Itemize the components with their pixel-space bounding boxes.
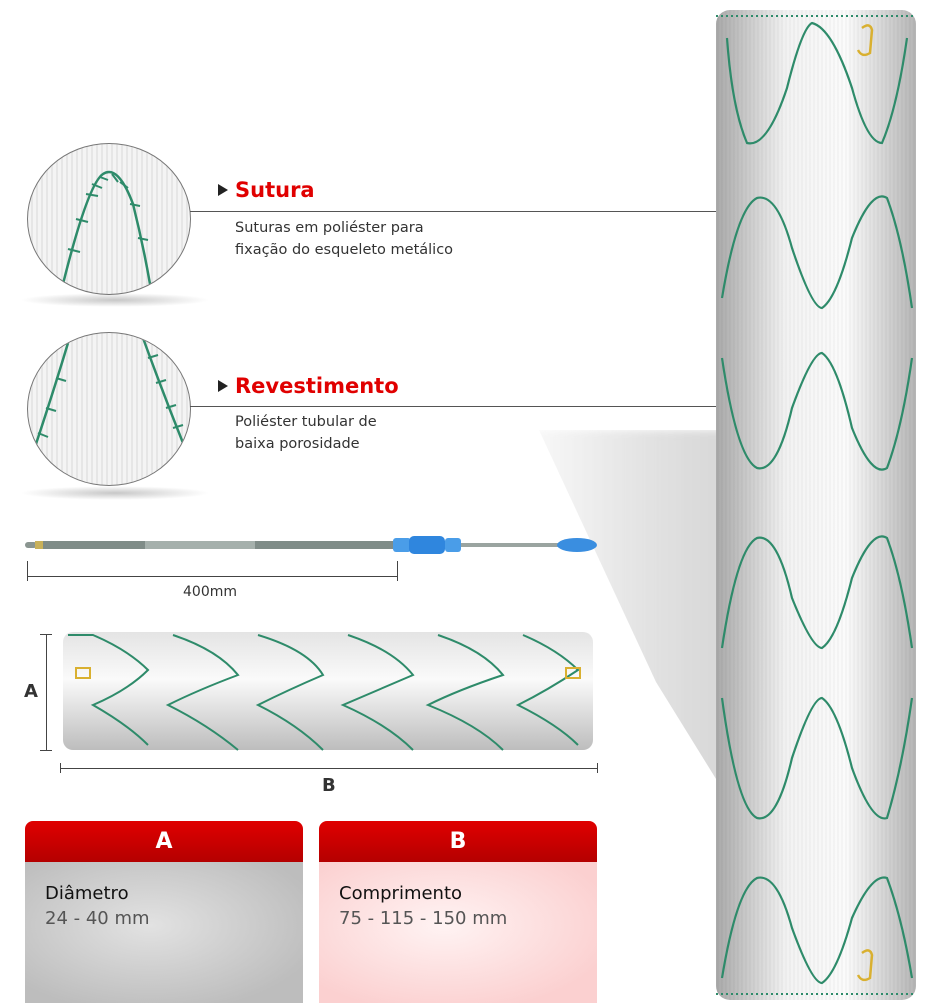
sutura-description: Suturas em poliéster para fixação do esq… xyxy=(235,220,454,258)
stent-length-letter: B xyxy=(322,775,336,796)
sutura-circle-shadow xyxy=(20,293,210,307)
diameter-letter: A xyxy=(24,681,38,702)
diameter-dim-tick-bottom xyxy=(40,750,52,751)
vertical-stent-image xyxy=(716,10,916,1000)
length-card-body: Comprimento 75 - 115 - 150 mm xyxy=(319,862,597,1003)
revestimento-leader-line xyxy=(190,406,800,407)
fabric-detail-icon xyxy=(31,337,185,454)
length-dimension-line xyxy=(27,576,397,577)
length-dim-tick-right xyxy=(397,561,398,581)
revestimento-circle-shadow xyxy=(20,486,210,500)
length-card-label: Comprimento xyxy=(339,883,463,904)
length-card-header: B xyxy=(319,821,597,862)
length-card: B Comprimento 75 - 115 - 150 mm xyxy=(319,821,597,1003)
horizontal-stent-image xyxy=(63,632,593,751)
sutura-leader-line xyxy=(190,211,845,212)
diameter-dim-tick-top xyxy=(40,634,52,635)
suture-detail-icon xyxy=(61,170,152,285)
stent-length-tick-right xyxy=(597,763,598,773)
revestimento-zoom-circle xyxy=(27,332,191,486)
radiopaque-marker-bottom-icon xyxy=(856,949,874,982)
sutura-title: Sutura xyxy=(235,178,315,202)
diameter-card-body: Diâmetro 24 - 40 mm xyxy=(25,862,303,1003)
diameter-dimension-line xyxy=(46,634,47,750)
length-card-value: 75 - 115 - 150 mm xyxy=(339,908,508,929)
revestimento-description: Poliéster tubular de baixa porosidade xyxy=(235,414,377,452)
revestimento-arrow-icon xyxy=(218,380,228,392)
stent-length-dimension-line xyxy=(60,768,597,769)
length-dim-tick-left xyxy=(27,561,28,581)
radiopaque-marker-top-icon xyxy=(856,24,874,57)
revestimento-title: Revestimento xyxy=(235,374,399,398)
length-label: 400mm xyxy=(183,584,237,600)
diameter-value: 24 - 40 mm xyxy=(45,908,150,929)
diameter-card-header: A xyxy=(25,821,303,862)
sutura-zoom-circle xyxy=(27,143,191,295)
diameter-label: Diâmetro xyxy=(45,883,129,904)
diameter-card: A Diâmetro 24 - 40 mm xyxy=(25,821,303,1003)
sutura-arrow-icon xyxy=(218,184,228,196)
stent-length-tick-left xyxy=(60,763,61,773)
delivery-system-image xyxy=(25,536,597,554)
